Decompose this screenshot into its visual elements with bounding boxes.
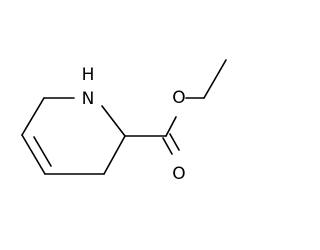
bond-c2-n [101,105,126,137]
bond-c5-c4 [21,134,46,175]
bond-c3-c2 [103,135,126,175]
bond-c6-c5 [21,97,45,136]
bond-carbonyl-o-double-a [162,137,173,155]
atom-label-carbonyl-oxygen: O [172,164,185,184]
bond-carbonyl-ester-o [165,116,177,137]
bond-c5-c4-inner [33,136,52,167]
atom-label-nitrogen-hydrogen: H [82,65,95,85]
atom-label-nitrogen: N [82,89,95,109]
structure-svg: N H O O [21,59,227,184]
bond-ch2-ch3 [203,59,227,99]
bond-carbonyl-o-double-b [169,133,180,151]
molecule-diagram: N H O O [21,59,227,184]
atom-label-ester-oxygen: O [172,88,185,108]
